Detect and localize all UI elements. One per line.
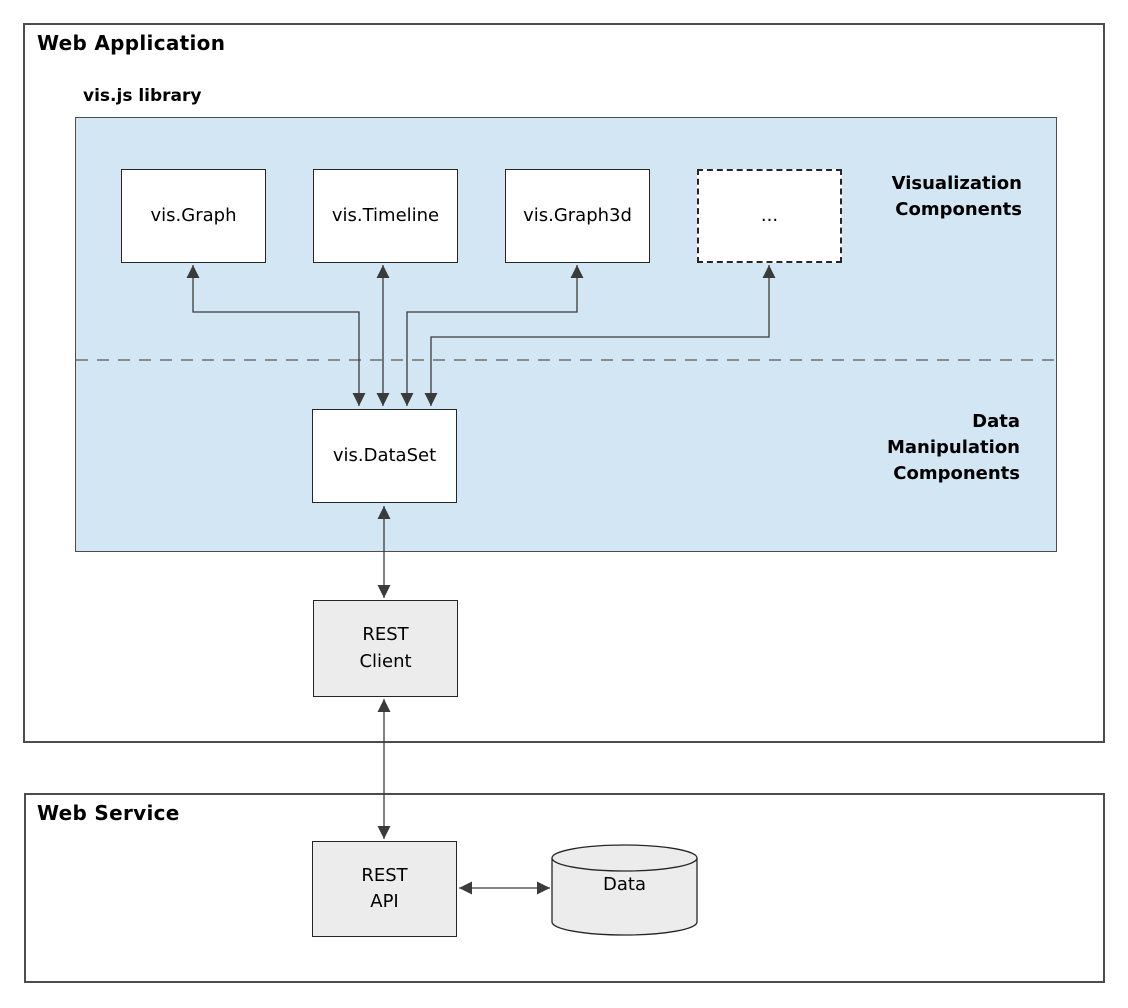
node-vis-dataset: vis.DataSet <box>312 409 457 503</box>
node-rest-client: REST Client <box>313 600 458 697</box>
node-vis-timeline: vis.Timeline <box>313 169 458 263</box>
web-application-title: Web Application <box>37 31 226 55</box>
visualization-components-label: Visualization Components <box>891 173 1022 220</box>
node-rest-api: REST API <box>312 841 457 937</box>
web-service-title: Web Service <box>37 801 180 825</box>
data-manipulation-components-label: Data Manipulation Components <box>886 411 1020 484</box>
visjs-library-title: vis.js library <box>83 86 202 106</box>
node-more-components: ... <box>697 169 842 263</box>
node-vis-graph: vis.Graph <box>121 169 266 263</box>
node-vis-graph3d: vis.Graph3d <box>505 169 650 263</box>
data-store-label: Data <box>603 874 646 895</box>
